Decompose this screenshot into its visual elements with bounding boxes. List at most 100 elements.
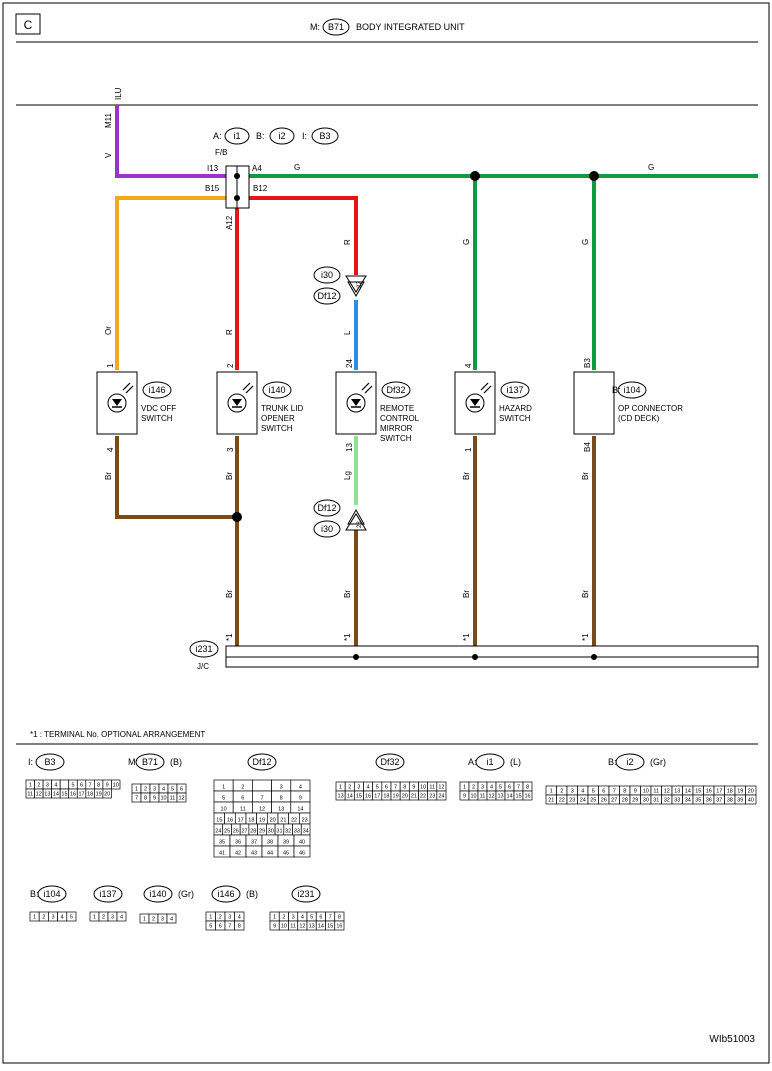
- pin-number: 21: [411, 794, 417, 800]
- pin-cell: [436, 790, 447, 801]
- pin-number: 2: [152, 917, 155, 923]
- splice-dot: [234, 173, 240, 179]
- pin-number: 24: [438, 794, 444, 800]
- diode-icon: [112, 399, 122, 406]
- diode-icon: [232, 399, 242, 406]
- pin-number: 4: [238, 915, 241, 921]
- pin-number: 37: [251, 840, 257, 846]
- pin-number: 45: [283, 851, 289, 857]
- pin-cell: [234, 920, 245, 931]
- pin-number: 8: [144, 796, 147, 802]
- pin-number: 40: [299, 840, 305, 846]
- pin-number: 14: [506, 794, 512, 800]
- pin-number: 5: [222, 796, 225, 802]
- fb-pin-a12: A12: [225, 215, 234, 230]
- page-letter-box: [15, 13, 41, 35]
- connector-id: i1: [486, 757, 493, 767]
- pin-number: 1: [222, 785, 225, 791]
- pin-number: 1: [93, 915, 96, 921]
- wire-red-b12: [237, 196, 358, 275]
- jc-star: *1: [581, 633, 590, 641]
- pin-number: 18: [727, 789, 733, 795]
- pin-number: 28: [250, 829, 256, 835]
- jc-id: i231: [195, 644, 212, 654]
- component-name: OPENER: [261, 414, 295, 423]
- pin-number: 14: [53, 792, 59, 798]
- pin-number: 2: [42, 915, 45, 921]
- pin-number: 1: [339, 785, 342, 791]
- connector-id: B3: [44, 757, 55, 767]
- wire-label-lg: Lg: [343, 471, 352, 480]
- pin-number: 10: [281, 924, 287, 930]
- pin-number: 21: [548, 798, 554, 804]
- fb-pin-b15: B15: [205, 184, 220, 193]
- pin-number: 37: [716, 798, 722, 804]
- splice-dot: [234, 195, 240, 201]
- splice-dot: [232, 512, 242, 522]
- pin-number: 20: [104, 792, 110, 798]
- svg-text:28: 28: [357, 521, 363, 528]
- pin-number: 8: [526, 785, 529, 791]
- pin-number: 39: [737, 798, 743, 804]
- component-name: CONTROL: [380, 414, 420, 423]
- pin-number: 11: [653, 789, 659, 795]
- pin-number: 3: [161, 917, 164, 923]
- pin-number: 1: [273, 915, 276, 921]
- pin-cell: [166, 913, 177, 924]
- pin-number: 3: [51, 915, 54, 921]
- fb-label: F/B: [215, 148, 227, 157]
- component-name: TRUNK LID: [261, 404, 303, 413]
- connector-id: B71: [142, 757, 158, 767]
- pin-number: 10: [160, 796, 166, 802]
- pin-number: 19: [393, 794, 399, 800]
- connector-id: i2: [626, 757, 633, 767]
- pin-bottom: 4: [106, 447, 115, 452]
- pin-number: 6: [219, 924, 222, 930]
- pin-number: 2: [102, 915, 105, 921]
- pin-number: 7: [260, 796, 263, 802]
- wire-label-r1: R: [225, 329, 234, 335]
- pin-number: 11: [240, 807, 246, 813]
- connector-suffix: (L): [510, 757, 521, 767]
- pin-number: 5: [376, 785, 379, 791]
- pin-number: 4: [367, 785, 370, 791]
- pin-number: 12: [438, 785, 444, 791]
- pin-number: 6: [602, 789, 605, 795]
- component-name: REMOTE: [380, 404, 414, 413]
- pin-number: 18: [383, 794, 389, 800]
- pin-number: 4: [490, 785, 493, 791]
- pin-number: 25: [590, 798, 596, 804]
- pin-number: 2: [241, 785, 244, 791]
- pin-number: 1: [143, 917, 146, 923]
- connector-suffix: (B): [170, 757, 182, 767]
- pin-number: 13: [674, 789, 680, 795]
- pin-number: 5: [310, 915, 313, 921]
- pin-number: 9: [299, 796, 302, 802]
- pin-number: 1: [463, 785, 466, 791]
- pin-number: 10: [221, 807, 227, 813]
- pin-number: 19: [259, 818, 265, 824]
- pin-number: 3: [228, 915, 231, 921]
- diode-icon: [470, 399, 480, 406]
- header-title: BODY INTEGRATED UNIT: [356, 22, 465, 32]
- pin-number: 3: [153, 787, 156, 793]
- pin-number: 5: [70, 915, 73, 921]
- pin-number: 11: [170, 796, 176, 802]
- pin-number: 6: [508, 785, 511, 791]
- connector-prefix: B:: [608, 757, 617, 767]
- connector-id: i231: [297, 889, 314, 899]
- pin-cell: [102, 788, 112, 799]
- header-connector-oval: [322, 18, 350, 36]
- wire-label-l: L: [343, 330, 352, 335]
- inline-bottom-b: i30: [321, 524, 333, 534]
- wire-label-br: Br: [581, 472, 590, 480]
- pin-number: 10: [470, 794, 476, 800]
- splice-dot: [589, 171, 599, 181]
- pin-number: 12: [178, 796, 184, 802]
- header-connector: B71: [328, 22, 344, 32]
